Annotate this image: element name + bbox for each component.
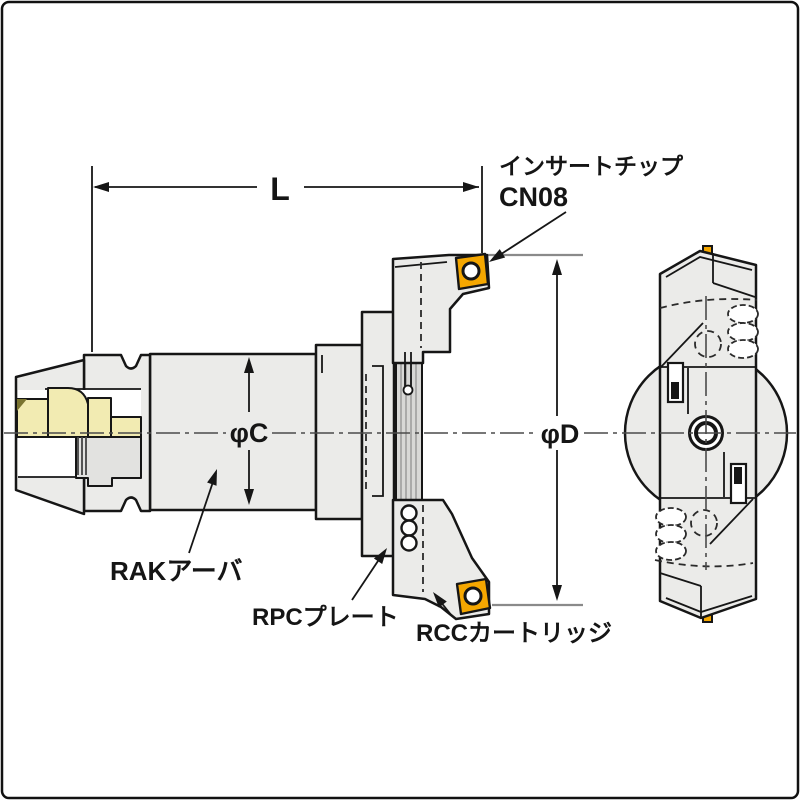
insert-top: [454, 252, 490, 291]
arbor-body: [148, 352, 318, 512]
serration-lobes-top: [727, 304, 759, 359]
internal-steps-lower: [75, 436, 142, 487]
dimension-phiC: φC: [230, 357, 269, 505]
insert-top-hole: [461, 261, 481, 281]
cartridge-screw-hole: [400, 534, 418, 552]
insert-bottom-hole: [463, 586, 483, 606]
internal-block-3: [87, 397, 112, 438]
side-view-cutter: [391, 252, 492, 621]
internal-dark-corner: [17, 399, 27, 411]
dimension-L: L: [91, 166, 483, 352]
plate-label: RPCプレート: [252, 604, 399, 631]
rpc-plate: [395, 361, 423, 509]
arbor-label: RAKアーバ: [110, 556, 243, 586]
arbor-flange-disc: [360, 310, 396, 558]
insert-chip-label-line1: インサートチップ: [499, 153, 684, 179]
keyway-slot-lower: [729, 462, 748, 505]
keyway-slot-upper: [666, 361, 685, 404]
pocket-edge-top-d: [712, 282, 756, 298]
internal-block-2: [47, 387, 89, 438]
side-view-arbor: [14, 310, 396, 558]
cartridge-screw-hole: [400, 519, 418, 537]
callout-insert-chip: インサートチップ CN08: [489, 153, 684, 262]
hidden-screw-bottom: [690, 509, 718, 537]
pocket-face-bottom: [709, 498, 754, 545]
dimension-phiD-label: φD: [541, 419, 580, 449]
hidden-screw-top: [694, 330, 722, 358]
flange-inner-bracket: [372, 365, 384, 497]
callout-arbor: RAKアーバ: [110, 469, 243, 586]
pin-tip: [402, 384, 414, 396]
cartridge-label: RCCカートリッジ: [416, 620, 612, 647]
hidden-arc-bottom: [654, 559, 754, 568]
internal-block-4: [110, 416, 142, 438]
dimension-phiC-label: φC: [230, 418, 269, 448]
pocket-face-top: [659, 322, 704, 369]
callout-plate: RPCプレート: [252, 548, 399, 631]
slab-top-inner-edge: [665, 256, 753, 278]
dimension-L-label: L: [270, 171, 290, 207]
callout-cartridge: RCCカートリッジ: [416, 592, 612, 647]
insert-chip-label-line2: CN08: [499, 182, 568, 212]
cartridge-screw-hole: [400, 504, 418, 522]
serration-lobes-bottom: [655, 507, 687, 561]
dimension-phiD: φD: [541, 259, 580, 601]
hidden-arc-top: [659, 298, 758, 309]
insert-bottom: [455, 577, 492, 616]
internal-parts-yellow: [16, 387, 142, 438]
pocket-edge-bot-d: [659, 572, 702, 587]
